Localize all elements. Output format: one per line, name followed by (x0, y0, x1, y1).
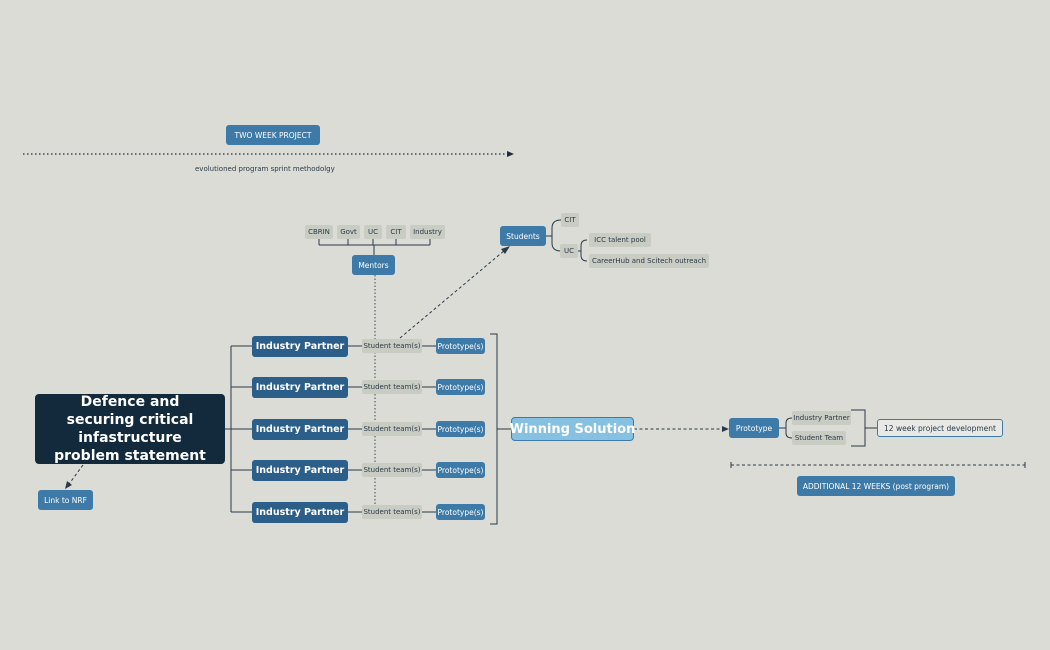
development-node[interactable]: 12 week project development (877, 419, 1003, 437)
prototype-node[interactable]: Prototype(s) (436, 421, 485, 437)
students-cit-node[interactable]: CIT (561, 213, 579, 227)
mentor-source-cit[interactable]: CIT (386, 225, 406, 239)
industry-partner-node[interactable]: Industry Partner (252, 502, 348, 523)
nrf-arrowhead (65, 481, 72, 489)
post-prototype-node[interactable]: Prototype (729, 418, 779, 438)
prototype-tree (779, 409, 877, 447)
additional-weeks-label: ADDITIONAL 12 WEEKS (post program) (797, 476, 955, 496)
two-week-timeline-arrowhead (507, 151, 514, 157)
prototype-bracket (490, 333, 511, 525)
additional-weeks-timeline (730, 462, 1026, 468)
student-team-node[interactable]: Student team(s) (362, 505, 422, 519)
student-team-node[interactable]: Student team(s) (362, 422, 422, 436)
winning-solution-node[interactable]: Winning Solution (510, 417, 635, 441)
prototype-node[interactable]: Prototype(s) (436, 462, 485, 478)
prototype-node[interactable]: Prototype(s) (436, 338, 485, 354)
prototype-node[interactable]: Prototype(s) (436, 379, 485, 395)
students-dashed-arrow (399, 249, 506, 339)
students-node[interactable]: Students (500, 226, 546, 246)
mentor-bracket (318, 239, 431, 255)
mentor-source-cbrin[interactable]: CBRIN (305, 225, 333, 239)
nrf-dashed-arrow (68, 464, 84, 485)
students-uc-node[interactable]: UC (560, 244, 578, 258)
student-team-node[interactable]: Student team(s) (362, 463, 422, 477)
student-team-node[interactable]: Student team(s) (362, 339, 422, 353)
industry-partner-node[interactable]: Industry Partner (252, 377, 348, 398)
students-tree (546, 219, 588, 262)
two-week-project-label: TWO WEEK PROJECT (226, 125, 320, 145)
central-problem-statement[interactable]: Defence and securing critical infastruct… (35, 394, 225, 464)
industry-partner-node[interactable]: Industry Partner (252, 336, 348, 357)
mentors-node[interactable]: Mentors (352, 255, 395, 275)
mentor-source-govt[interactable]: Govt (337, 225, 360, 239)
row-links (348, 345, 436, 513)
methodology-caption: evolutioned program sprint methodolgy (195, 165, 335, 173)
careerhub-outreach-node[interactable]: CareerHub and Scitech outreach (589, 254, 709, 268)
prototype-node[interactable]: Prototype(s) (436, 504, 485, 520)
industry-partner-node[interactable]: Industry Partner (252, 460, 348, 481)
mentor-source-industry[interactable]: Industry (410, 225, 445, 239)
link-to-nrf-node[interactable]: Link to NRF (38, 490, 93, 510)
industry-partner-node[interactable]: Industry Partner (252, 419, 348, 440)
post-student-team-node[interactable]: Student Team (792, 431, 846, 445)
student-team-node[interactable]: Student team(s) (362, 380, 422, 394)
students-arrowhead (501, 246, 510, 254)
post-industry-partner-node[interactable]: Industry Partner (792, 411, 851, 425)
partner-bracket (225, 345, 252, 513)
mentor-source-uc[interactable]: UC (364, 225, 382, 239)
winning-arrowhead (722, 426, 729, 432)
icc-talent-pool-node[interactable]: ICC talent pool (589, 233, 651, 247)
